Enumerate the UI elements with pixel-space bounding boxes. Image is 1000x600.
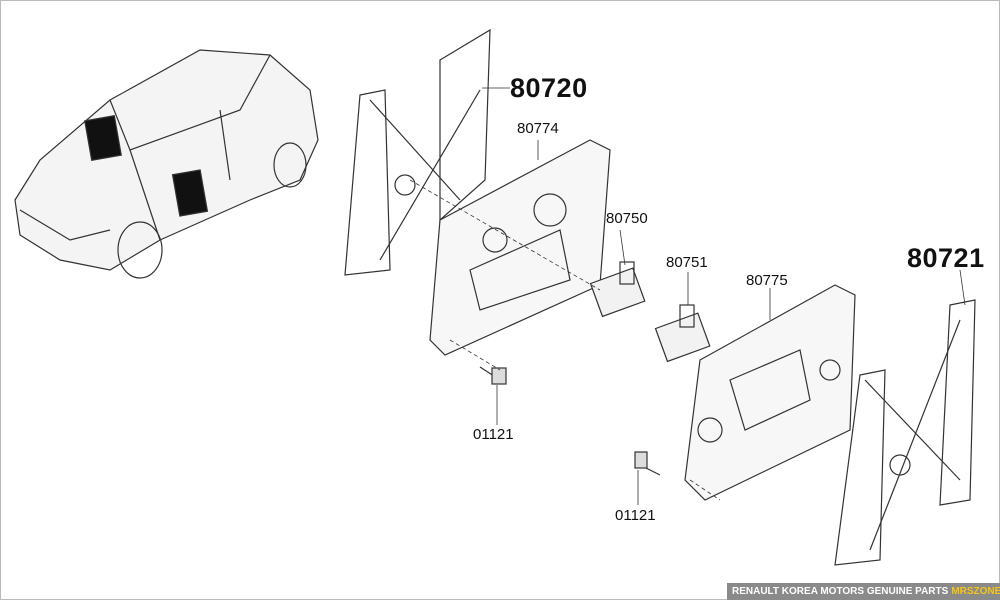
rear-window-motor — [654, 304, 711, 363]
label-rear-motor: 80751 — [666, 254, 708, 271]
label-bolt-rear: 01121 — [615, 507, 656, 524]
bolt-front — [479, 366, 507, 385]
label-front-regulator: 80720 — [510, 73, 588, 103]
label-rear-panel: 80775 — [746, 272, 788, 289]
footer-banner: RENAULT KOREA MOTORS GENUINE PARTS MRSZO… — [727, 583, 1000, 600]
label-bolt-front: 01121 — [473, 426, 514, 443]
front-window-highlight — [84, 115, 122, 161]
front-window-motor — [589, 261, 646, 318]
leader-lines — [409, 87, 966, 505]
label-rear-regulator: 80721 — [907, 243, 985, 273]
rear-window-regulator — [834, 299, 976, 566]
label-front-motor: 80750 — [606, 210, 648, 227]
door-highlight — [171, 169, 209, 217]
rear-door-panel — [684, 284, 856, 501]
front-door-panel — [429, 139, 611, 356]
bolt-rear — [634, 451, 661, 476]
label-front-panel: 80774 — [517, 120, 559, 137]
footer-text: RENAULT KOREA MOTORS GENUINE PARTS — [732, 586, 949, 597]
footer-brand: MRSZONE — [951, 586, 1000, 597]
front-window-regulator — [344, 28, 491, 276]
car-illustration — [14, 49, 319, 279]
